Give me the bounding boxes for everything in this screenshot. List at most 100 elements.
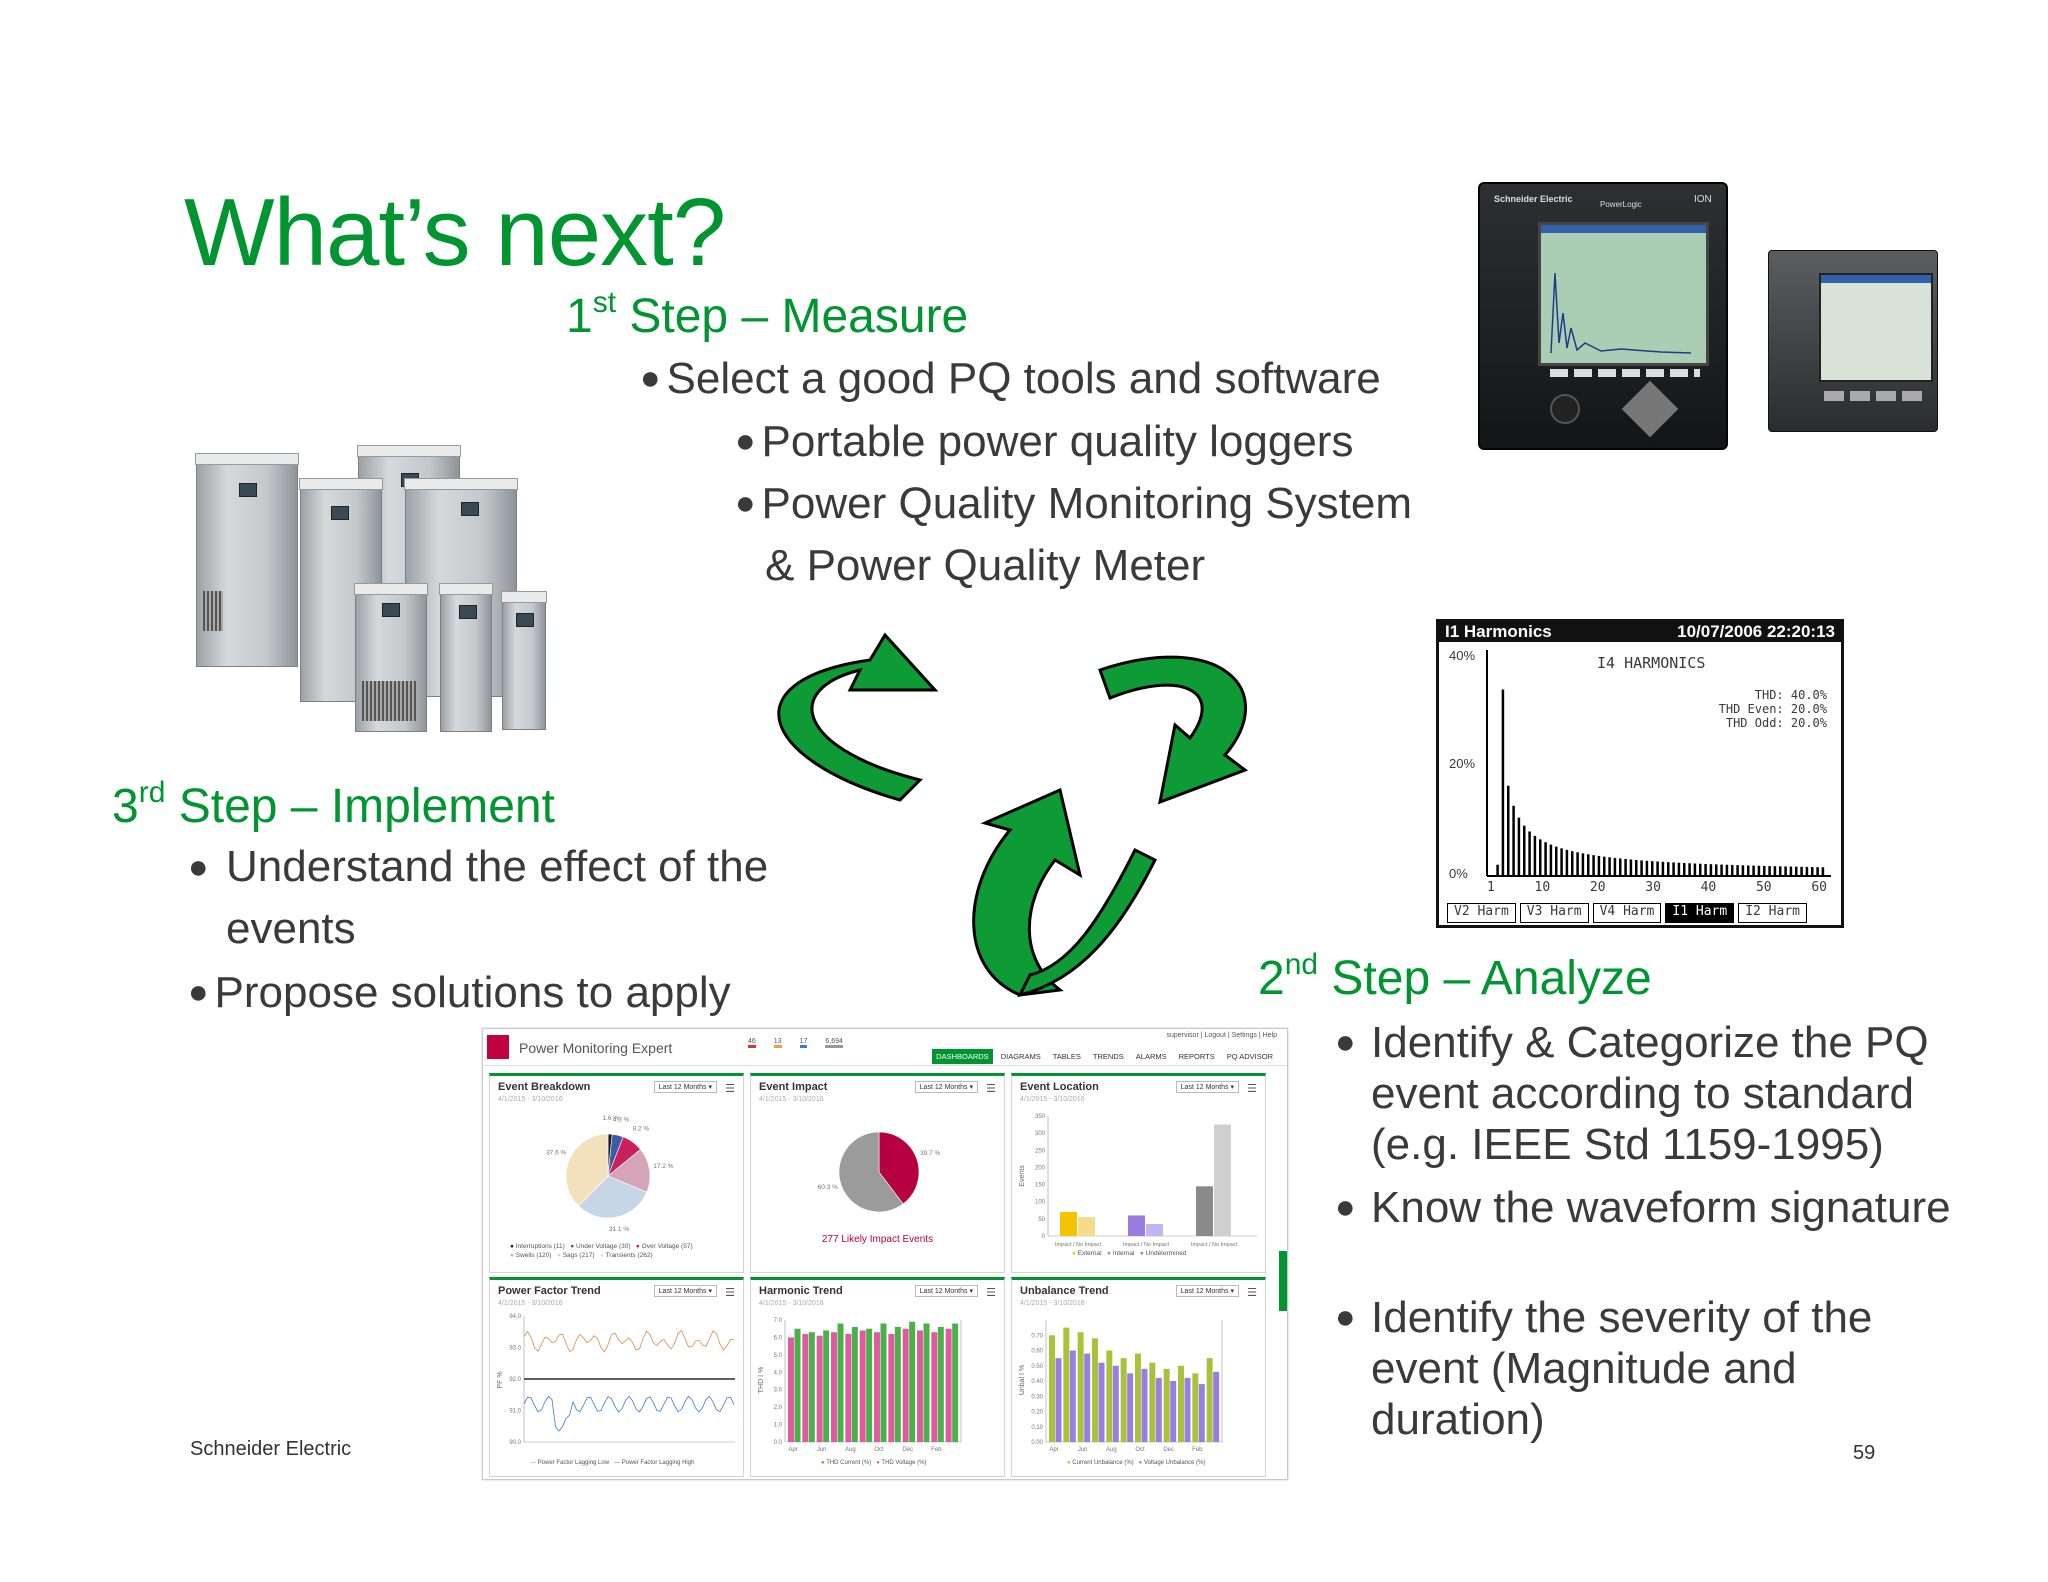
harmonic-bar bbox=[1816, 867, 1819, 876]
panel-menu-icon[interactable]: ☰ bbox=[725, 1083, 735, 1095]
pm-meter-image bbox=[1768, 250, 1938, 432]
period-select[interactable]: Last 12 Months ▾ bbox=[1175, 1081, 1239, 1093]
x-tick-label: Aug bbox=[1106, 1447, 1117, 1453]
harmonic-bar bbox=[1501, 689, 1505, 876]
step2-heading: 2nd Step – Analyze bbox=[1258, 948, 1652, 1005]
harmonic-bar bbox=[1741, 865, 1745, 876]
period-select[interactable]: Last 12 Months ▾ bbox=[914, 1081, 978, 1093]
tab-v2-harm[interactable]: V2 Harm bbox=[1447, 903, 1516, 923]
harmonic-bar bbox=[1603, 856, 1606, 876]
x-tick-label: Dec bbox=[902, 1447, 913, 1453]
step2-bullet1: ●Identify & Categorize the PQ event acco… bbox=[1335, 1018, 1929, 1169]
period-select[interactable]: Last 12 Months ▾ bbox=[914, 1285, 978, 1297]
tab-v3-harm[interactable]: V3 Harm bbox=[1519, 903, 1589, 923]
y-tick-label: 0.40 bbox=[1031, 1379, 1043, 1385]
y-tick-label: 0 bbox=[1042, 1234, 1046, 1240]
panel-unbalance-trend: Unbalance Trend 4/1/2015 - 3/10/2016 Las… bbox=[1011, 1277, 1266, 1477]
trend-bar bbox=[888, 1333, 895, 1442]
harmonic-bar bbox=[1725, 864, 1729, 876]
y-tick-label: 7.0 bbox=[774, 1318, 783, 1324]
harmonic-bar bbox=[1581, 853, 1585, 876]
nav-trends[interactable]: TRENDS bbox=[1092, 1052, 1124, 1061]
harmonic-bar bbox=[1768, 866, 1771, 876]
dashboard-header: Power Monitoring Expert 46 13 17 6,694 s… bbox=[483, 1029, 1287, 1066]
alarm-counters[interactable]: 46 13 17 6,694 bbox=[748, 1038, 843, 1048]
harmonic-bar bbox=[1544, 842, 1547, 876]
event-impact-pie: 39.7 %60.3 % bbox=[818, 1131, 941, 1213]
location-bar bbox=[1128, 1215, 1145, 1236]
x-tick-label: Oct bbox=[1135, 1447, 1145, 1453]
harmonics-thd-readout: THD: 40.0%THD Even: 20.0%THD Odd: 20.0% bbox=[1718, 688, 1827, 730]
harmonics-screen: I1 Harmonics 10/07/2006 22:20:13 I4 HARM… bbox=[1436, 619, 1844, 928]
nav-alarms[interactable]: ALARMS bbox=[1135, 1052, 1167, 1061]
likely-impact-caption: 277 Likely Impact Events bbox=[821, 1234, 934, 1245]
step1-bullet: ●Select a good PQ tools and software bbox=[640, 354, 1381, 403]
y-tick-label: 91.0 bbox=[509, 1409, 521, 1415]
y-tick-label: 0.30 bbox=[1031, 1394, 1043, 1400]
harmonic-bar bbox=[1645, 860, 1649, 876]
event-location-legend: ● External ● Internal ● Undetermined bbox=[1072, 1250, 1187, 1257]
panel-menu-icon[interactable]: ☰ bbox=[1247, 1083, 1257, 1095]
harmonic-bar bbox=[1752, 865, 1755, 876]
y-tick-label: 0.10 bbox=[1031, 1425, 1043, 1431]
panel-menu-icon[interactable]: ☰ bbox=[986, 1287, 996, 1299]
y-tick-label: 0.20 bbox=[1031, 1410, 1043, 1416]
tab-v4-harm[interactable]: V4 Harm bbox=[1592, 903, 1662, 923]
location-bar bbox=[1214, 1124, 1231, 1236]
nav-dashboards[interactable]: DASHBOARDS bbox=[932, 1049, 993, 1064]
nav-pq-advisor[interactable]: PQ ADVISOR bbox=[1226, 1052, 1273, 1061]
nav-diagrams[interactable]: DIAGRAMS bbox=[1000, 1052, 1041, 1061]
nav-reports[interactable]: REPORTS bbox=[1178, 1052, 1215, 1061]
harmonic-bar bbox=[1523, 825, 1526, 876]
trend-bar bbox=[808, 1332, 815, 1442]
arrow-implement-b bbox=[1017, 847, 1158, 998]
pie-slice bbox=[607, 1149, 651, 1193]
step2-bullet2: ●Know the waveform signature bbox=[1335, 1183, 1951, 1232]
trend-bar bbox=[816, 1335, 823, 1442]
period-select[interactable]: Last 12 Months ▾ bbox=[653, 1081, 717, 1093]
trend-bar bbox=[1106, 1350, 1113, 1442]
step2-bullet3: ●Identify the severity of the event (Mag… bbox=[1335, 1293, 1873, 1444]
step3-bullet2: ●Propose solutions to apply bbox=[188, 968, 731, 1017]
harmonic-bar bbox=[1667, 862, 1670, 876]
harmonic-bar bbox=[1512, 805, 1515, 876]
y-tick-label: 0.60 bbox=[1031, 1349, 1043, 1355]
y-tick-label: 3.0 bbox=[774, 1388, 783, 1394]
panel-menu-icon[interactable]: ☰ bbox=[1247, 1287, 1257, 1299]
panel-event-breakdown: Event Breakdown 4/1/2015 - 3/10/2016 Las… bbox=[489, 1073, 744, 1273]
sidebar-toggle-handle[interactable] bbox=[1279, 1251, 1287, 1311]
period-select[interactable]: Last 12 Months ▾ bbox=[1175, 1285, 1239, 1297]
period-select[interactable]: Last 12 Months ▾ bbox=[653, 1285, 717, 1297]
trend-bar bbox=[1184, 1377, 1191, 1442]
page-number: 59 bbox=[1853, 1442, 1876, 1464]
tab-i1-harm[interactable]: I1 Harm bbox=[1665, 903, 1735, 923]
trend-bar bbox=[823, 1330, 830, 1442]
trend-bar bbox=[1092, 1338, 1098, 1442]
harmonics-subtitle: I4 HARMONICS bbox=[1597, 654, 1706, 672]
harmonic-bar bbox=[1555, 846, 1558, 876]
harmonic-bar bbox=[1688, 863, 1691, 876]
panel-menu-icon[interactable]: ☰ bbox=[986, 1083, 996, 1095]
y-tick-label: 150 bbox=[1035, 1183, 1046, 1189]
trend-bar bbox=[1127, 1373, 1134, 1442]
user-menu[interactable]: supervisor | Logout | Settings | Help bbox=[1166, 1032, 1277, 1039]
harmonic-bar bbox=[1811, 867, 1814, 876]
trend-bar bbox=[1049, 1335, 1055, 1442]
cycle-arrows bbox=[777, 632, 1249, 998]
tab-i2-harm[interactable]: I2 Harm bbox=[1738, 903, 1807, 923]
harmonic-bar bbox=[1539, 839, 1542, 876]
trend-bar bbox=[1055, 1358, 1062, 1442]
harmonic-bar bbox=[1693, 863, 1697, 876]
trend-bar bbox=[931, 1332, 938, 1442]
x-tick-label: Impact / No Impact bbox=[1123, 1242, 1170, 1248]
trend-bar bbox=[1141, 1368, 1148, 1442]
trend-bar bbox=[1069, 1350, 1076, 1442]
harmonic-bar bbox=[1656, 861, 1659, 876]
panel-menu-icon[interactable]: ☰ bbox=[725, 1287, 735, 1299]
trend-bar bbox=[1084, 1353, 1091, 1442]
harmonic-bar bbox=[1608, 857, 1611, 876]
trend-bar bbox=[1112, 1365, 1119, 1442]
nav-tables[interactable]: TABLES bbox=[1052, 1052, 1081, 1061]
x-tick-label: Aug bbox=[845, 1447, 856, 1453]
